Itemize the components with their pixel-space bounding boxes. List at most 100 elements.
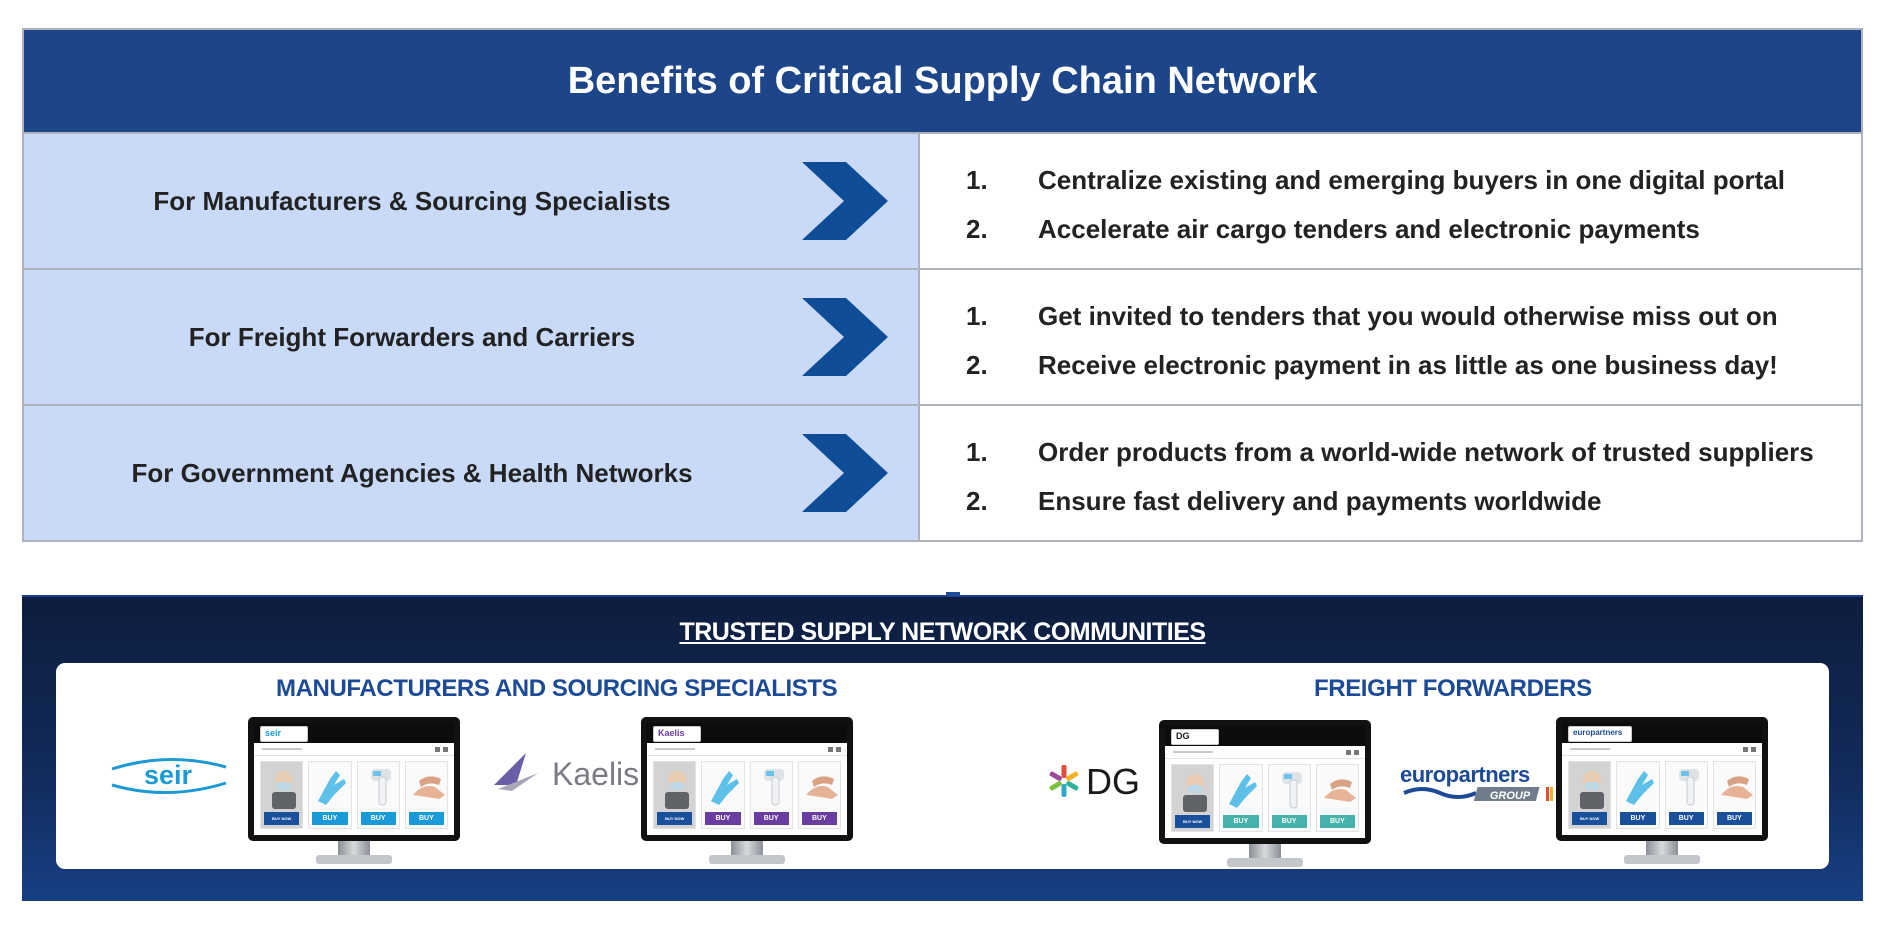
mini-logo: europartners <box>1568 726 1632 742</box>
product-card: BUY <box>1315 764 1359 832</box>
list-text: Centralize existing and emerging buyers … <box>1038 165 1785 195</box>
monitor-dg: DG BUY NOW BUY BUY <box>1159 720 1371 872</box>
row-label-cell: For Government Agencies & Health Network… <box>24 406 920 540</box>
product-card: BUY <box>701 761 745 829</box>
list-item: 2. Ensure fast delivery and payments wor… <box>966 477 1861 526</box>
europartners-logo: europartners GROUP <box>1400 763 1553 802</box>
thermometer-icon <box>763 769 784 806</box>
chevron-right-icon <box>802 298 888 376</box>
monitor-screen: seir BUY NOW BUY BUY <box>248 717 460 841</box>
monitor-stand <box>1624 855 1700 864</box>
row-label-cell: For Manufacturers & Sourcing Specialists <box>24 134 920 268</box>
product-card: BUY <box>404 761 448 829</box>
row-points: 1. Centralize existing and emerging buye… <box>920 134 1861 268</box>
svg-text:DG: DG <box>1086 761 1140 801</box>
product-card: BUY NOW <box>653 761 697 829</box>
row-points: 1. Get invited to tenders that you would… <box>920 270 1861 404</box>
glove-icon <box>1229 774 1258 808</box>
benefit-row-government: For Government Agencies & Health Network… <box>24 406 1861 540</box>
list-text: Receive electronic payment in as little … <box>1038 350 1778 380</box>
glove-icon <box>318 771 347 805</box>
buy-button[interactable]: BUY <box>312 812 348 825</box>
mini-logo: DG <box>1171 729 1219 745</box>
svg-text:GROUP: GROUP <box>1490 790 1531 802</box>
list-item: 1. Centralize existing and emerging buye… <box>966 156 1861 205</box>
buy-now-button[interactable]: BUY NOW <box>1175 815 1211 828</box>
mask-icon <box>1183 774 1207 812</box>
group-title-manufacturers: MANUFACTURERS AND SOURCING SPECIALISTS <box>276 675 838 702</box>
buy-button[interactable]: BUY <box>705 812 741 825</box>
list-text: Get invited to tenders that you would ot… <box>1038 301 1778 331</box>
monitor-screen: europartners BUY NOW BUY B <box>1556 717 1768 841</box>
list-number: 2. <box>966 350 988 380</box>
monitor-kaelis: Kaelis BUY NOW BUY BUY <box>641 717 853 869</box>
list-number: 1. <box>966 301 988 331</box>
product-card: BUY <box>749 761 793 829</box>
glove-icon <box>711 771 740 805</box>
hand-sanitizer-icon <box>1323 779 1356 802</box>
svg-text:europartners: europartners <box>1400 763 1530 787</box>
monitor-screen: DG BUY NOW BUY BUY <box>1159 720 1371 844</box>
monitor-screen: Kaelis BUY NOW BUY BUY <box>641 717 853 841</box>
product-card: BUY <box>308 761 352 829</box>
row-points: 1. Order products from a world-wide netw… <box>920 406 1861 540</box>
monitor-seir: seir BUY NOW BUY BUY <box>248 717 460 869</box>
chevron-right-icon <box>802 434 888 512</box>
list-number: 2. <box>966 486 988 516</box>
buy-button[interactable]: BUY <box>1223 815 1259 828</box>
list-text: Order products from a world-wide network… <box>1038 437 1814 467</box>
list-number: 1. <box>966 165 988 195</box>
product-card: BUY <box>1664 761 1708 829</box>
row-label-cell: For Freight Forwarders and Carriers <box>24 270 920 404</box>
thermometer-icon <box>370 769 391 806</box>
buy-button[interactable]: BUY <box>360 812 396 825</box>
buy-button[interactable]: BUY <box>1319 815 1355 828</box>
row-label: For Manufacturers & Sourcing Specialists <box>153 185 671 216</box>
monitor-stand <box>316 855 392 864</box>
mini-logo: seir <box>260 726 308 742</box>
product-card: BUY <box>797 761 841 829</box>
benefit-row-forwarders: For Freight Forwarders and Carriers 1. G… <box>24 270 1861 406</box>
monitor-europartners: europartners BUY NOW BUY B <box>1556 717 1768 869</box>
list-item: 1. Order products from a world-wide netw… <box>966 428 1861 477</box>
benefits-title: Benefits of Critical Supply Chain Networ… <box>567 59 1318 102</box>
list-text: Ensure fast delivery and payments worldw… <box>1038 486 1602 516</box>
mask-icon <box>665 771 689 809</box>
communities-banner: TRUSTED SUPPLY NETWORK COMMUNITIES MANUF… <box>22 592 1863 901</box>
buy-button[interactable]: BUY <box>1716 812 1752 825</box>
mini-logo: Kaelis <box>653 726 701 742</box>
hand-sanitizer-icon <box>412 776 445 799</box>
product-card: BUY NOW <box>1568 761 1612 829</box>
product-card: BUY <box>1712 761 1756 829</box>
buy-now-button[interactable]: BUY NOW <box>1572 812 1608 825</box>
product-card: BUY NOW <box>260 761 304 829</box>
group-title-forwarders: FREIGHT FORWARDERS <box>1314 675 1592 702</box>
list-item: 2. Receive electronic payment in as litt… <box>966 341 1861 390</box>
seir-logo: seir <box>111 757 227 795</box>
buy-button[interactable]: BUY <box>1271 815 1307 828</box>
glove-icon <box>1626 771 1655 805</box>
buy-button[interactable]: BUY <box>753 812 789 825</box>
product-card: BUY <box>1616 761 1660 829</box>
thermometer-icon <box>1678 769 1699 806</box>
communities-title: TRUSTED SUPPLY NETWORK COMMUNITIES <box>679 618 1206 646</box>
mask-icon <box>272 771 296 809</box>
benefit-row-manufacturers: For Manufacturers & Sourcing Specialists… <box>24 134 1861 270</box>
buy-button[interactable]: BUY <box>1668 812 1704 825</box>
buy-now-button[interactable]: BUY NOW <box>264 812 300 825</box>
benefits-table: Benefits of Critical Supply Chain Networ… <box>22 28 1863 542</box>
list-number: 2. <box>966 214 988 244</box>
buy-now-button[interactable]: BUY NOW <box>657 812 693 825</box>
list-number: 1. <box>966 437 988 467</box>
buy-button[interactable]: BUY <box>408 812 444 825</box>
row-label: For Freight Forwarders and Carriers <box>188 321 636 352</box>
thermometer-icon <box>1281 772 1302 809</box>
dg-logo: DG <box>1049 761 1140 801</box>
communities-panel: MANUFACTURERS AND SOURCING SPECIALISTS F… <box>56 663 1829 869</box>
buy-button[interactable]: BUY <box>1620 812 1656 825</box>
list-item: 1. Get invited to tenders that you would… <box>966 292 1861 341</box>
list-text: Accelerate air cargo tenders and electro… <box>1038 214 1700 244</box>
buy-button[interactable]: BUY <box>801 812 837 825</box>
mask-icon <box>1580 771 1604 809</box>
banner-notch <box>946 592 960 596</box>
